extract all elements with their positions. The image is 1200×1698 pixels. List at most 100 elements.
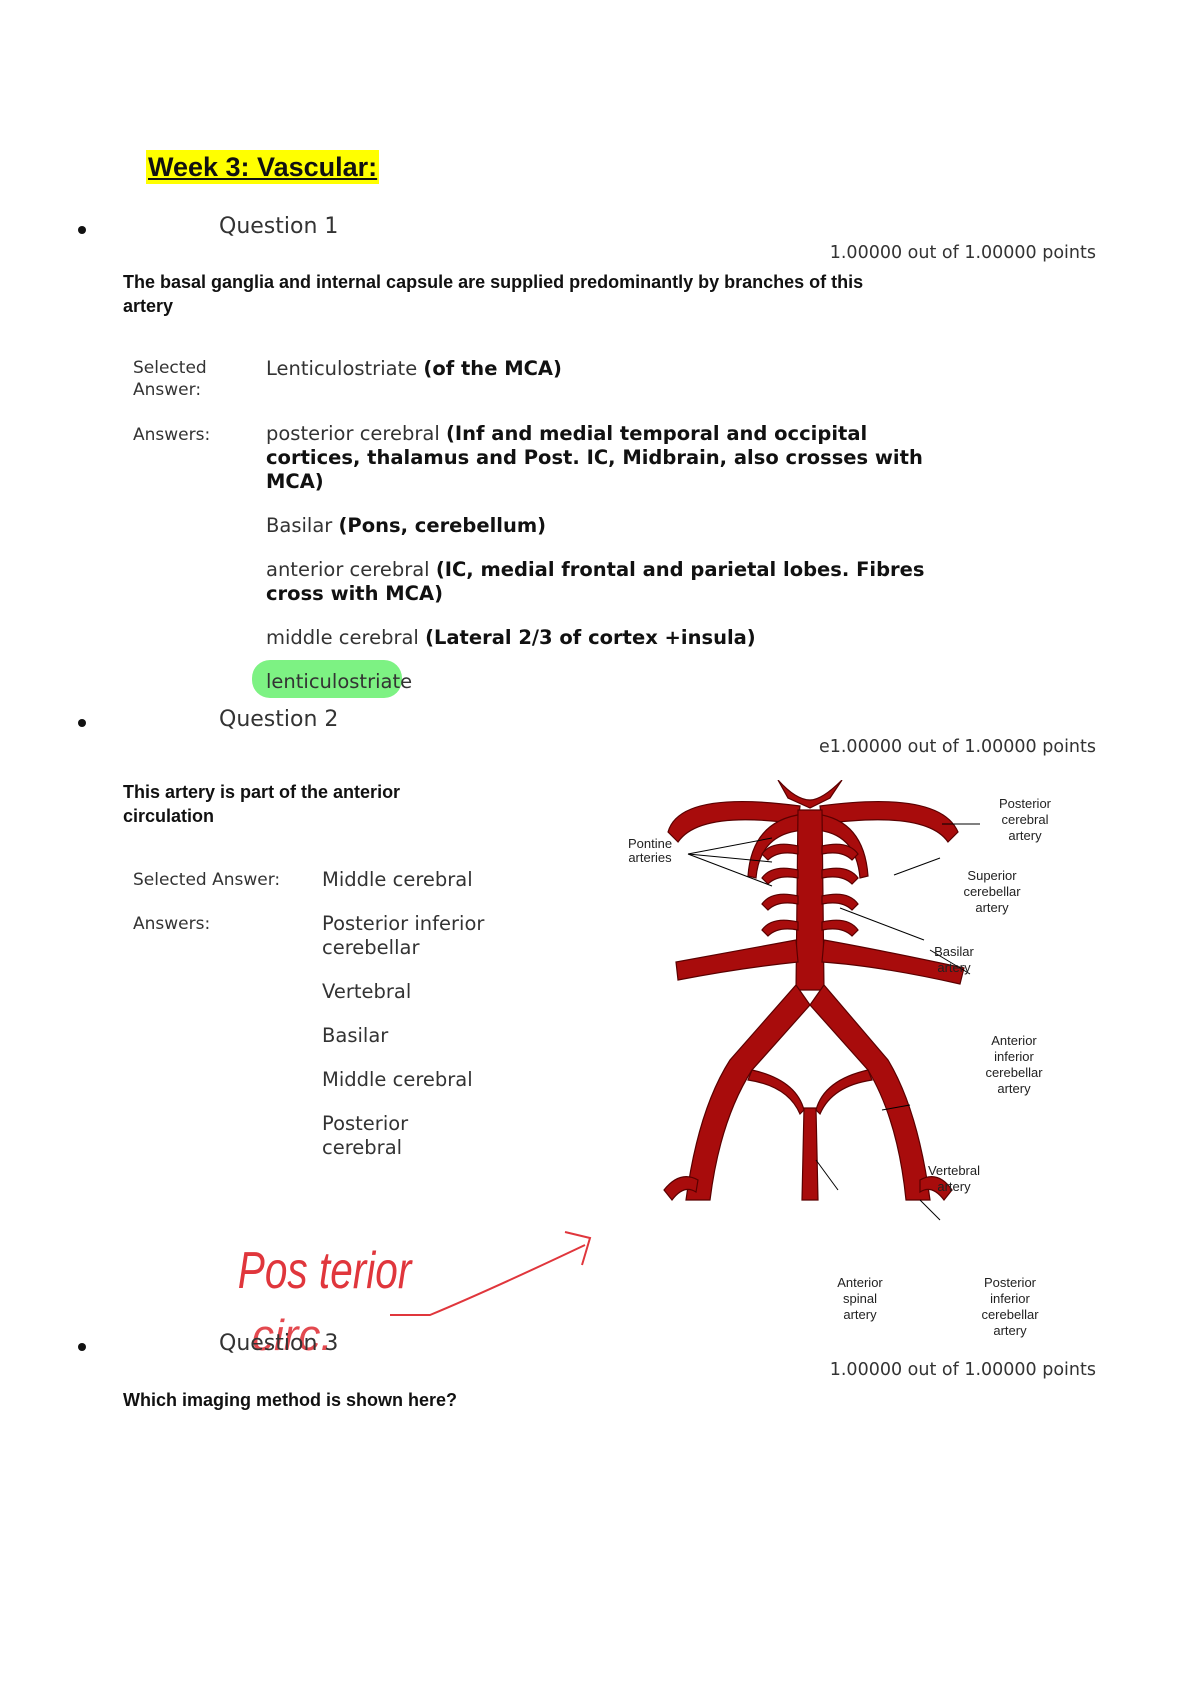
handwritten-note-line2: circ.: [252, 1311, 333, 1360]
question-1-text-line2: artery: [123, 296, 174, 316]
pca-right: [819, 801, 959, 843]
q2-answer-basilar: Basilar: [322, 1024, 389, 1047]
pca-left: [667, 801, 801, 843]
label-asa-2: spinal: [843, 1291, 877, 1306]
leader-lines: [687, 823, 980, 1221]
vertebral-left: [685, 984, 811, 1201]
pontine-l2: [761, 867, 799, 885]
selected-label-line1: Selected: [133, 358, 207, 378]
pontine-l1: [761, 843, 799, 861]
selected-answer: Lenticulostriate (of the MCA): [266, 357, 562, 381]
label-pica-4: artery: [993, 1323, 1027, 1338]
question-3-points: 1.00000 out of 1.00000 points: [829, 1360, 1096, 1380]
bullet-question-2: [78, 719, 86, 727]
label-aica-2: inferior: [994, 1049, 1034, 1064]
label-asa-1: Anterior: [837, 1275, 883, 1290]
question-3-text: Which imaging method is shown here?: [123, 1390, 458, 1410]
question-2-text-line2: circulation: [123, 806, 215, 826]
answer-line: cerebellar: [322, 936, 420, 959]
q2-selected-answer-label: Selected Answer:: [133, 870, 281, 890]
selected-answer-value: Lenticulostriate: [266, 357, 418, 380]
label-basilar-2: artery: [937, 960, 971, 975]
arrow-line: [390, 1244, 586, 1316]
answer-note: (IC, medial frontal and parietal lobes. …: [435, 558, 925, 581]
label-aica-4: artery: [997, 1081, 1031, 1096]
sca-left: [747, 813, 807, 879]
pontine-r3: [821, 893, 859, 911]
page-title: Week 3: Vascular:: [146, 150, 380, 184]
artery-drawing: [663, 780, 965, 1201]
answer-note: cortices, thalamus and Post. IC, Midbrai…: [266, 446, 923, 469]
pica-left: [663, 1176, 699, 1201]
pontine-l4: [761, 919, 799, 937]
answers-label: Answers:: [133, 425, 211, 445]
question-2-text-line1: This artery is part of the anterior: [123, 782, 401, 802]
q2-answer-pica: Posterior inferior cerebellar: [322, 912, 484, 960]
answer-note: MCA): [266, 470, 324, 493]
asa-branch-left: [747, 1069, 805, 1116]
question-1-points: 1.00000 out of 1.00000 points: [829, 243, 1096, 263]
label-pica-3: cerebellar: [981, 1307, 1039, 1322]
question-1-text: The basal ganglia and internal capsule a…: [123, 270, 863, 318]
answer-note: (Inf and medial temporal and occipital: [445, 422, 868, 445]
answer-anterior-cerebral: anterior cerebral (IC, medial frontal an…: [266, 558, 925, 606]
question-1-text-line1: The basal ganglia and internal capsule a…: [123, 272, 864, 292]
answer-posterior-cerebral: posterior cerebral (Inf and medial tempo…: [266, 422, 923, 494]
selected-label-line2: Answer:: [133, 380, 202, 400]
anterior-spinal-artery: [801, 1107, 819, 1201]
vertebral-right: [809, 984, 931, 1201]
q2-answer-vertebral: Vertebral: [322, 980, 412, 1003]
label-vertebral-1: Vertebral: [928, 1163, 980, 1178]
question-1-heading: Question 1: [219, 214, 339, 239]
selected-answer-note: (of the MCA): [423, 357, 562, 380]
label-sca-2: cerebellar: [963, 884, 1021, 899]
label-pontine-1: Pontine: [628, 836, 672, 851]
label-pca-2: cerebral: [1002, 812, 1049, 827]
answer-name: Basilar: [266, 514, 333, 537]
bullet-question-3: [78, 1343, 86, 1351]
pica-right: [919, 1176, 953, 1201]
answer-name: anterior cerebral: [266, 558, 430, 581]
label-pca-3: artery: [1008, 828, 1042, 843]
answer-middle-cerebral: middle cerebral (Lateral 2/3 of cortex +…: [266, 626, 756, 650]
label-aica-3: cerebellar: [985, 1065, 1043, 1080]
handwritten-note-line1: Pos terior: [238, 1241, 414, 1299]
question-3-heading: Question 3: [219, 1331, 339, 1356]
basilar-trunk: [795, 809, 825, 991]
pontine-l3: [761, 893, 799, 911]
label-vertebral-2: artery: [937, 1179, 971, 1194]
highlight-marker: [252, 660, 402, 698]
answer-note: cross with MCA): [266, 582, 443, 605]
label-aica-1: Anterior: [991, 1033, 1037, 1048]
asa-branch-right: [815, 1069, 873, 1116]
answer-name: middle cerebral: [266, 626, 419, 649]
label-basilar-1: Basilar: [934, 944, 974, 959]
answer-note: (Lateral 2/3 of cortex +insula): [425, 626, 756, 649]
label-pica-1: Posterior: [984, 1275, 1037, 1290]
question-2-points: e1.00000 out of 1.00000 points: [818, 737, 1096, 757]
answer-note: (Pons, cerebellum): [338, 514, 547, 537]
label-sca-3: artery: [975, 900, 1009, 915]
vertebrobasilar-diagram: Pontine arteries Posterior cerebral arte…: [628, 780, 1052, 1338]
q2-selected-answer: Middle cerebral: [322, 868, 473, 891]
sca-right: [813, 813, 869, 879]
question-2-text: This artery is part of the anterior circ…: [123, 780, 400, 828]
selected-answer-label: Selected Answer:: [133, 357, 207, 401]
answer-name: posterior cerebral: [266, 422, 440, 445]
answer-lenticulostriate: lenticulostriate: [266, 670, 413, 693]
bullet-question-1: [78, 226, 86, 234]
label-pca-1: Posterior: [999, 796, 1052, 811]
label-pica-2: inferior: [990, 1291, 1030, 1306]
q2-answers-label: Answers:: [133, 914, 211, 934]
answer-line: Posterior: [322, 1112, 409, 1135]
aica-left: [675, 939, 799, 981]
diagram-labels: Pontine arteries Posterior cerebral arte…: [628, 796, 1052, 1338]
q2-answer-middle-cerebral: Middle cerebral: [322, 1068, 473, 1091]
question-2-heading: Question 2: [219, 707, 339, 732]
answer-line: cerebral: [322, 1136, 403, 1159]
answer-line: Posterior inferior: [322, 912, 485, 935]
pontine-r4: [821, 919, 859, 937]
q2-answer-posterior-cerebral: Posterior cerebral: [322, 1112, 408, 1160]
label-sca-1: Superior: [967, 868, 1017, 883]
pontine-r2: [821, 867, 859, 885]
